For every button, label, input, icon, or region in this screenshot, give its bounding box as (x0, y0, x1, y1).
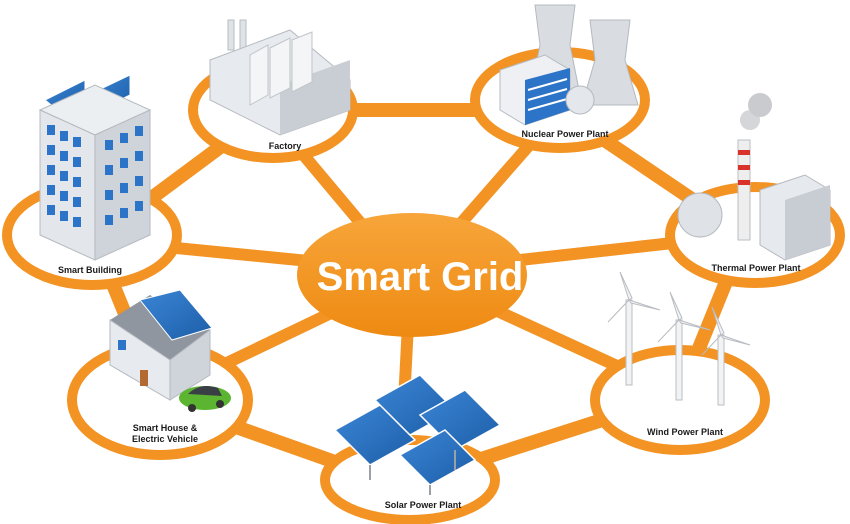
hub: Smart Grid (297, 213, 527, 337)
nuclear-illustration (499, 4, 639, 126)
hub-ellipse (297, 213, 527, 337)
node-label-wind: Wind Power Plant (647, 427, 723, 437)
node-label-factory: Factory (269, 141, 302, 151)
wind-illustration (607, 271, 751, 406)
node-label-thermal: Thermal Power Plant (711, 263, 800, 273)
node-label-solar: Solar Power Plant (385, 500, 462, 510)
building-illustration (38, 74, 152, 261)
node-label-house-line1: Smart House & (133, 423, 198, 433)
node-label-building: Smart Building (58, 265, 122, 275)
thermal-illustration (677, 93, 831, 261)
hub-label: Smart Grid (317, 255, 524, 299)
solar-illustration (333, 374, 502, 495)
node-label-nuclear: Nuclear Power Plant (521, 129, 608, 139)
factory-illustration (209, 19, 351, 136)
node-label-house-line2: Electric Vehicle (132, 434, 198, 444)
house-illustration (109, 289, 231, 412)
